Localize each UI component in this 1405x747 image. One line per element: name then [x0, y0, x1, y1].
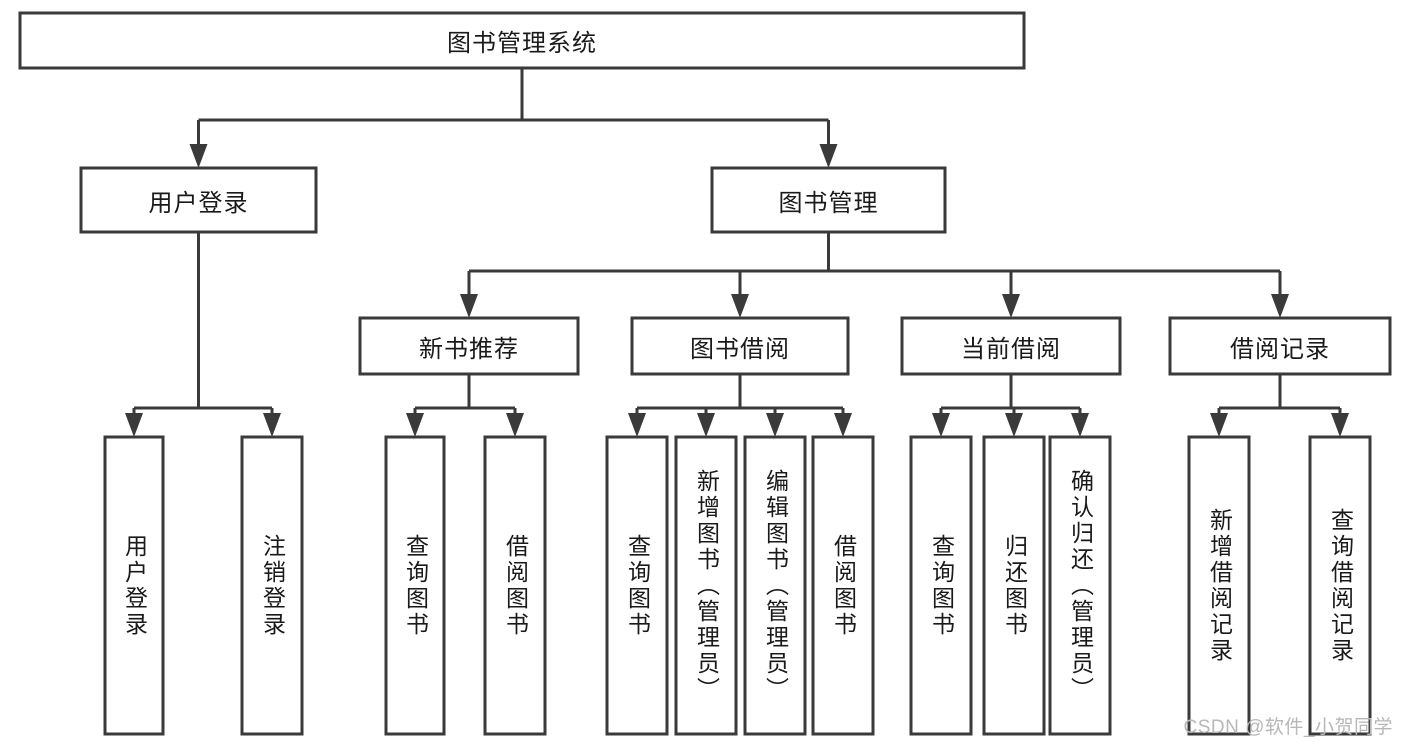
node-leaf-borrow-book-2[interactable] [811, 435, 875, 736]
node-leaf-confirm-return[interactable] [1048, 435, 1112, 736]
node-leaf-borrow-book-1[interactable] [483, 435, 547, 736]
arrow-head-icon [819, 144, 838, 168]
arrow-head-icon [1002, 294, 1020, 318]
node-leaf-query-book-3[interactable] [909, 435, 973, 736]
arrow-head-icon [406, 413, 424, 437]
node-leaf-query-book-1[interactable] [384, 435, 446, 736]
node-book-borrow[interactable] [630, 316, 850, 376]
arrow-head-icon [834, 413, 852, 437]
node-leaf-user-login[interactable] [103, 435, 165, 736]
node-leaf-logout[interactable] [240, 435, 304, 736]
arrow-head-icon [1071, 413, 1089, 437]
node-leaf-return-book[interactable] [982, 435, 1046, 736]
arrow-head-icon [731, 294, 749, 318]
arrow-head-icon [697, 413, 715, 437]
arrow-head-icon [1331, 413, 1349, 437]
node-book-manage[interactable] [710, 166, 947, 234]
arrow-head-icon [1210, 413, 1228, 437]
node-root[interactable] [18, 11, 1026, 70]
arrow-head-icon [766, 413, 784, 437]
node-leaf-query-record[interactable] [1308, 435, 1372, 736]
arrow-head-icon [125, 413, 143, 437]
watermark: CSDN @软件_小贺同学 [1183, 717, 1393, 738]
node-borrow-record[interactable] [1168, 316, 1392, 376]
connector-layer [125, 68, 1349, 437]
node-leaf-add-record[interactable] [1187, 435, 1251, 736]
arrow-head-icon [932, 413, 950, 437]
arrow-head-icon [1271, 294, 1289, 318]
node-new-book-recommend[interactable] [358, 316, 580, 376]
arrow-head-icon [1005, 413, 1023, 437]
node-leaf-add-book[interactable] [674, 435, 738, 736]
arrow-head-icon [460, 294, 478, 318]
node-leaf-edit-book[interactable] [743, 435, 807, 736]
arrow-head-icon [628, 413, 646, 437]
node-user-login[interactable] [79, 166, 318, 234]
node-leaf-query-book-2[interactable] [605, 435, 669, 736]
arrow-head-icon [506, 413, 524, 437]
node-layer [18, 11, 1392, 736]
arrow-head-icon [189, 144, 208, 168]
node-current-borrow[interactable] [900, 316, 1122, 376]
arrow-head-icon [263, 413, 281, 437]
